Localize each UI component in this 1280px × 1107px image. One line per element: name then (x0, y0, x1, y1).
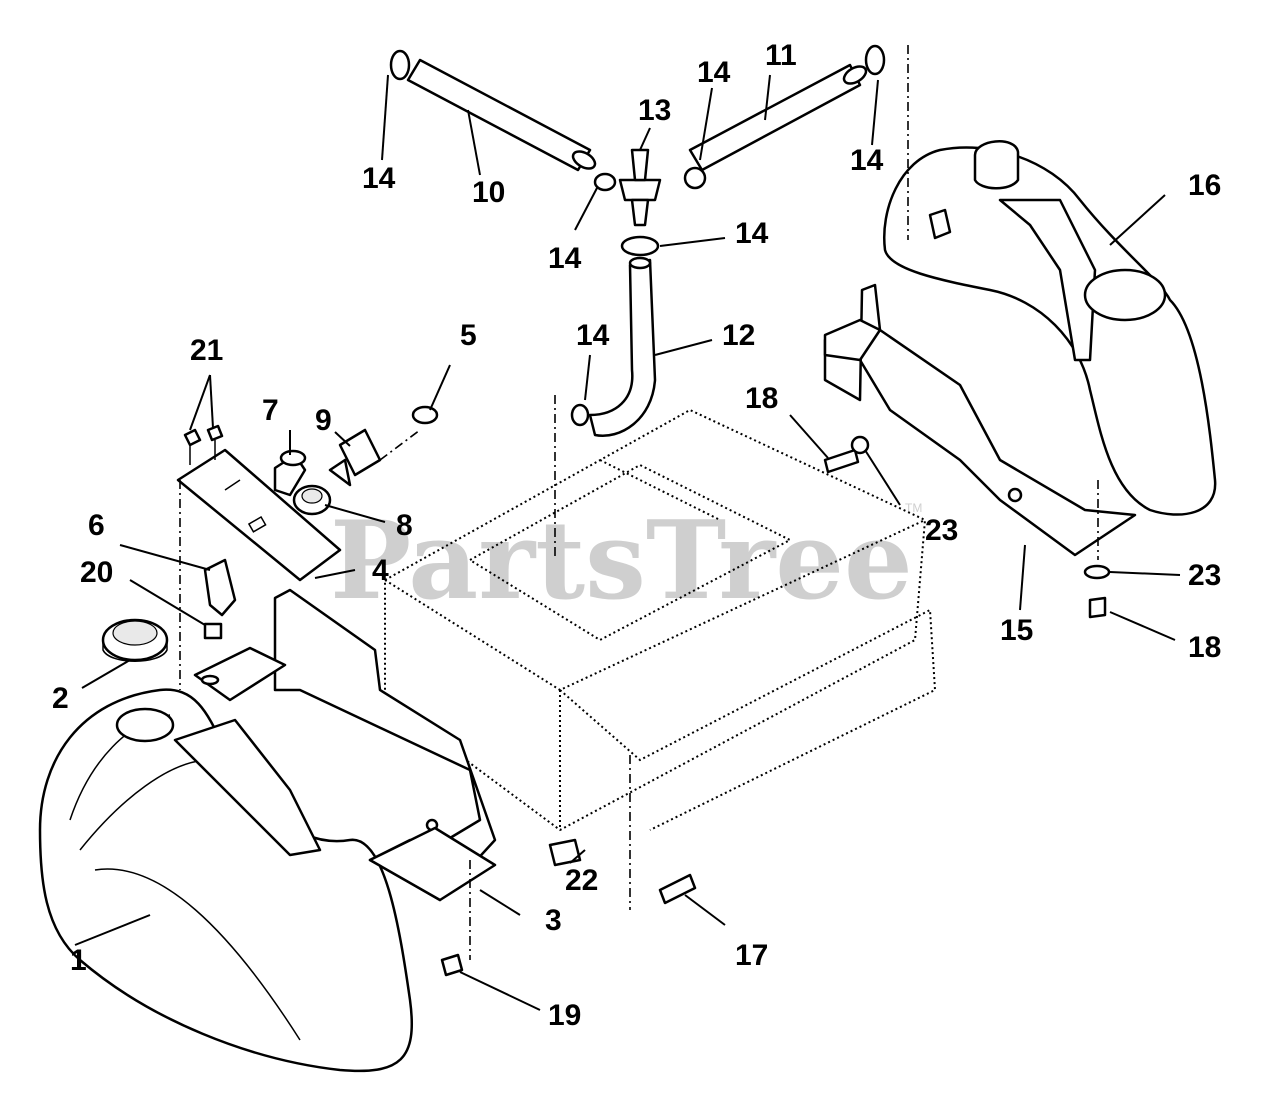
callout-13: 13 (638, 94, 671, 127)
throttle-knob (292, 484, 332, 516)
callout-15: 15 (1000, 614, 1033, 647)
callout-14d: 14 (850, 144, 884, 177)
alignment-lines (179, 45, 1099, 960)
ignition-key (328, 428, 382, 487)
callout-7: 7 (262, 394, 279, 427)
bolt-18-upper (823, 448, 860, 474)
switch-plate (176, 448, 342, 582)
callout-21: 21 (190, 334, 223, 367)
left-fender (38, 688, 414, 1073)
callout-23a: 23 (925, 514, 958, 547)
callouts: 1 2 3 4 5 6 7 8 9 10 11 12 13 14 14 14 1… (52, 39, 1221, 1032)
screws-21 (183, 424, 224, 465)
callout-12: 12 (722, 319, 755, 352)
callout-17: 17 (735, 939, 768, 972)
callout-9: 9 (315, 404, 332, 437)
callout-10: 10 (472, 176, 505, 209)
tube-10 (406, 58, 597, 172)
plug (411, 405, 439, 425)
callout-11: 11 (765, 39, 797, 72)
callout-18a: 18 (745, 382, 778, 415)
callout-18b: 18 (1188, 631, 1221, 664)
callout-16: 16 (1188, 169, 1221, 202)
callout-14a: 14 (362, 162, 396, 195)
callout-1: 1 (70, 944, 87, 977)
washers-23 (850, 435, 1111, 580)
callout-14f: 14 (576, 319, 610, 352)
center-frame (384, 408, 937, 832)
callout-8: 8 (396, 509, 413, 542)
bolt-18-lower (1088, 596, 1107, 619)
bolt-17 (658, 873, 697, 905)
callout-14b: 14 (548, 242, 582, 275)
callout-23b: 23 (1188, 559, 1221, 592)
tee-fitting (618, 148, 662, 227)
callout-14c: 14 (697, 56, 731, 89)
callout-20: 20 (80, 556, 113, 589)
hose-clamps (389, 44, 886, 427)
nut-19 (440, 953, 464, 977)
watermark-trademark: TM (905, 501, 922, 515)
right-bracket (823, 283, 1137, 557)
fuel-cap-left (101, 618, 169, 662)
right-fender (883, 140, 1217, 516)
tube-12 (588, 256, 657, 437)
clip-22 (548, 838, 582, 867)
callout-6: 6 (88, 509, 105, 542)
callout-2: 2 (52, 682, 69, 715)
leader-lines (74, 74, 1181, 1011)
tube-11 (688, 63, 868, 172)
left-bracket (193, 588, 497, 902)
callout-19: 19 (548, 999, 581, 1032)
latch-bracket (203, 558, 237, 640)
callout-5: 5 (460, 319, 477, 352)
key-switch (273, 449, 307, 497)
callout-22: 22 (565, 864, 598, 897)
callout-14e: 14 (735, 217, 769, 250)
callout-4: 4 (372, 554, 389, 587)
callout-3: 3 (545, 904, 562, 937)
watermark-brand: PartsTree (330, 498, 913, 624)
